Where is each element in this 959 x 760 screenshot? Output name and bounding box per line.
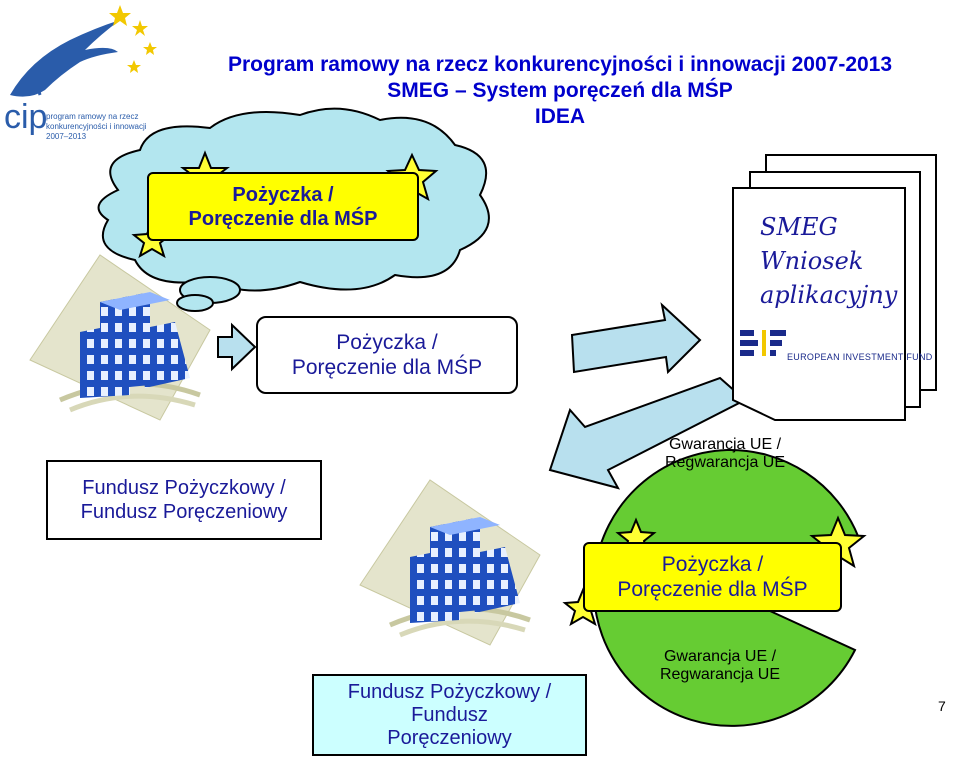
eu-guarantee-bottom-line-2: Regwarancja UE (659, 666, 781, 683)
thought-loan-line-2: Poręczenie dla MŚP (188, 207, 378, 230)
logo-tagline-2: konkurencyjności i innowacji (46, 122, 147, 131)
document-line-3: aplikacyjny (760, 281, 898, 309)
title-line-1: Program ramowy na rzecz konkurencyjności… (227, 53, 893, 76)
application-document (732, 154, 937, 421)
arrow-down-left-icon (548, 376, 747, 490)
eif-fund-name: EUROPEAN INVESTMENT FUND (787, 352, 933, 362)
eu-guarantee-label-bottom: Gwarancja UE / Regwarancja UE (635, 648, 805, 684)
logo-tagline-3: 2007–2013 (46, 132, 87, 141)
thought-loan-box: Pożyczka / Poręczenie dla MŚP (147, 172, 419, 241)
loan-line-2: Poręczenie dla MŚP (291, 356, 483, 379)
title-line-3: IDEA (534, 105, 586, 128)
loan-box: Pożyczka / Poręczenie dla MŚP (256, 316, 518, 394)
pacman-loan-box: Pożyczka / Poręczenie dla MŚP (583, 542, 842, 612)
thought-loan-line-1: Pożyczka / (232, 183, 334, 206)
document-line-1: SMEG (760, 213, 838, 241)
cip-logo-graphic (10, 5, 157, 97)
eu-guarantee-label-top: Gwarancja UE / Regwarancja UE (640, 436, 810, 472)
pacman-loan-line-1: Pożyczka / (661, 553, 764, 576)
cip-logo: cip program ramowy na rzecz konkurencyjn… (0, 0, 175, 145)
eu-guarantee-top-line-1: Gwarancja UE / (668, 436, 782, 453)
page-number: 7 (938, 698, 946, 714)
loan-fund-bottom-line-2: Fundusz (411, 703, 488, 726)
eu-guarantee-bottom-line-1: Gwarancja UE / (663, 648, 777, 665)
logo-tagline-1: program ramowy na rzecz (46, 112, 139, 121)
slide-title: Program ramowy na rzecz konkurencyjności… (180, 52, 940, 130)
document-text: SMEG Wniosek aplikacyjny (760, 210, 900, 312)
eu-guarantee-pacman (592, 448, 860, 727)
building-icon (359, 479, 541, 646)
arrow-right-icon (217, 322, 257, 372)
pacman-loan-line-2: Poręczenie dla MŚP (617, 578, 808, 601)
logo-abbr: cip (4, 98, 48, 136)
loan-fund-box-bottom: Fundusz Pożyczkowy / Fundusz Poręczeniow… (312, 674, 587, 756)
loan-line-1: Pożyczka / (336, 331, 438, 354)
loan-fund-line-1: Fundusz Pożyczkowy / (82, 477, 286, 499)
loan-fund-bottom-line-1: Fundusz Pożyczkowy / (347, 680, 552, 703)
arrow-right-icon (570, 302, 702, 375)
loan-fund-line-2: Fundusz Poręczeniowy (80, 501, 288, 523)
eu-guarantee-top-line-2: Regwarancja UE (664, 454, 786, 471)
title-line-2: SMEG – System poręczeń dla MŚP (387, 79, 733, 102)
loan-fund-box: Fundusz Pożyczkowy / Fundusz Poręczeniow… (46, 460, 322, 540)
building-icon (29, 254, 211, 421)
document-line-2: Wniosek (760, 247, 864, 275)
loan-fund-bottom-line-3: Poręczeniowy (387, 726, 512, 749)
